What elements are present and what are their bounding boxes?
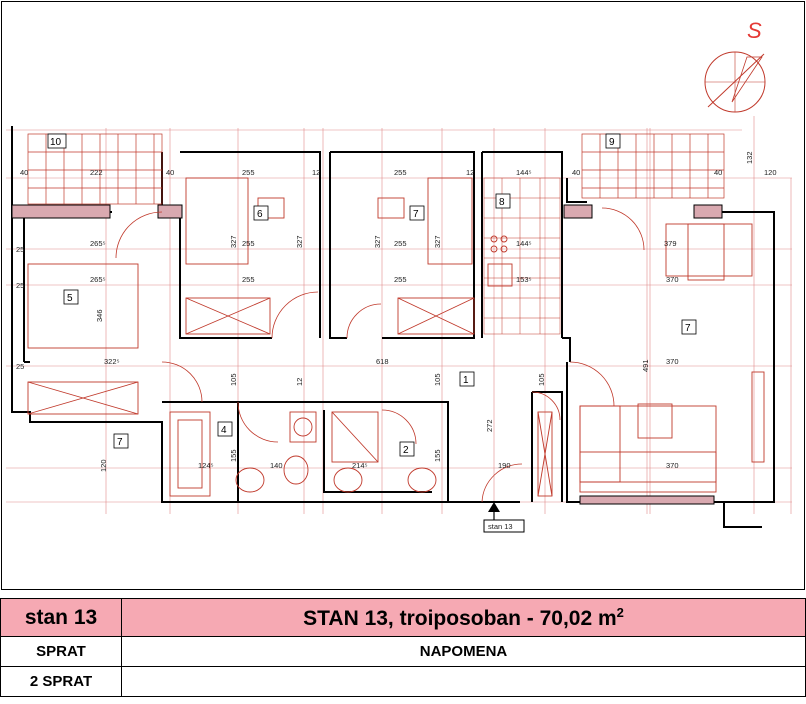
- dimension-label: 40: [166, 168, 174, 177]
- room-label-8: 8: [499, 197, 505, 208]
- dimension-label: 214⁵: [352, 461, 368, 470]
- entrance-label: stan 13: [488, 522, 513, 531]
- north-compass-icon: [704, 51, 766, 113]
- dimension-label: 327: [229, 235, 238, 248]
- dimension-label: 190: [498, 461, 511, 470]
- dimension-label: 255: [394, 239, 407, 248]
- dimension-label: 327: [295, 235, 304, 248]
- info-table: stan 13 STAN 13, troiposoban - 70,02 m 2 …: [0, 598, 806, 697]
- compass-label: S: [747, 18, 762, 43]
- dimension-label: 120: [764, 168, 777, 177]
- kitchen-tiles: [483, 177, 561, 335]
- dimension-label: 491: [641, 359, 650, 372]
- room-label-9: 9: [609, 137, 615, 148]
- dimension-label: 40: [714, 168, 722, 177]
- note-value-cell: [121, 666, 806, 697]
- room-label-10: 10: [50, 137, 62, 148]
- dimension-label: 105: [229, 373, 238, 386]
- dimension-labels: 40 222 40 255 12 255 12 144⁵ 40 40 120 2…: [16, 151, 777, 472]
- dimension-label: 370: [666, 275, 679, 284]
- room-label-5: 6: [257, 209, 263, 220]
- unit-title-superscript: 2: [616, 604, 624, 620]
- dimension-label: 327: [373, 235, 382, 248]
- dimension-label: 25: [16, 281, 24, 290]
- room-label-6: 7: [413, 209, 419, 220]
- unit-label: stan 13: [24, 605, 98, 629]
- room-label-3: 4: [221, 425, 227, 436]
- room-label-4: 5: [67, 293, 73, 304]
- dimension-label: 370: [666, 461, 679, 470]
- dimension-label: 346: [95, 309, 104, 322]
- note-header-cell: NAPOMENA: [121, 636, 806, 667]
- title-cell: STAN 13, troiposoban - 70,02 m2: [121, 598, 806, 637]
- dimension-label: 272: [485, 419, 494, 432]
- dimension-label: 327: [433, 235, 442, 248]
- door-swings: [115, 207, 645, 503]
- dimension-label: 12: [466, 168, 474, 177]
- balcony-hatching: [27, 133, 725, 205]
- dimension-label: 155: [433, 449, 442, 462]
- dimension-label: 12: [295, 378, 304, 386]
- dimension-label: 255: [394, 168, 407, 177]
- unit-cell: stan 13: [0, 598, 122, 637]
- floor-header: SPRAT: [36, 643, 86, 660]
- dimension-label: 132: [745, 151, 754, 164]
- floor-plan-area: S: [1, 1, 805, 590]
- dimension-label: 618: [376, 357, 389, 366]
- dimension-label: 155: [229, 449, 238, 462]
- dimension-label: 40: [572, 168, 580, 177]
- room-label-1: 1: [463, 375, 469, 386]
- floor-value-cell: 2 SPRAT: [0, 666, 122, 697]
- dimension-label: 255: [242, 168, 255, 177]
- dimension-label: 322⁵: [104, 357, 120, 366]
- dimension-label: 370: [666, 357, 679, 366]
- dimension-label: 379: [664, 239, 677, 248]
- info-value-row: 2 SPRAT: [0, 666, 806, 697]
- dimension-label: 140: [270, 461, 283, 470]
- walls: [11, 126, 775, 528]
- dimension-label: 12: [312, 168, 320, 177]
- dimension-label: 255: [242, 239, 255, 248]
- info-header-row: SPRAT NAPOMENA: [0, 636, 806, 667]
- entrance-arrow-icon: [488, 502, 500, 520]
- dimension-label: 265⁵: [90, 239, 106, 248]
- dimension-label: 255: [394, 275, 407, 284]
- dimension-label: 222: [90, 168, 103, 177]
- floor-plan-drawing: S: [6, 18, 792, 533]
- dimension-label: 40: [20, 168, 28, 177]
- dimension-label: 255: [242, 275, 255, 284]
- wall-hatch-blocks: [11, 204, 723, 505]
- dimension-label: 144⁵: [516, 239, 532, 248]
- dimension-label: 25: [16, 245, 24, 254]
- info-title-row: stan 13 STAN 13, troiposoban - 70,02 m2: [0, 598, 806, 637]
- furniture: [27, 177, 765, 497]
- dimension-label: 144⁵: [516, 168, 532, 177]
- room-label-7b: 7: [117, 437, 123, 448]
- dimension-label: 105: [537, 373, 546, 386]
- dimension-label: 265⁵: [90, 275, 106, 284]
- note-header: NAPOMENA: [419, 643, 508, 660]
- floor-header-cell: SPRAT: [0, 636, 122, 667]
- dimension-label: 124⁵: [198, 461, 214, 470]
- room-label-boxes: [47, 133, 697, 457]
- dimension-label: 120: [99, 459, 108, 472]
- dimension-label: 25: [16, 362, 24, 371]
- room-label-2: 2: [403, 445, 409, 456]
- dimension-label: 105: [433, 373, 442, 386]
- unit-title: STAN 13, troiposoban - 70,02 m: [303, 606, 617, 630]
- room-label-7: 7: [685, 323, 691, 334]
- dimension-label: 153⁵: [516, 275, 532, 284]
- floor-value: 2 SPRAT: [29, 673, 93, 690]
